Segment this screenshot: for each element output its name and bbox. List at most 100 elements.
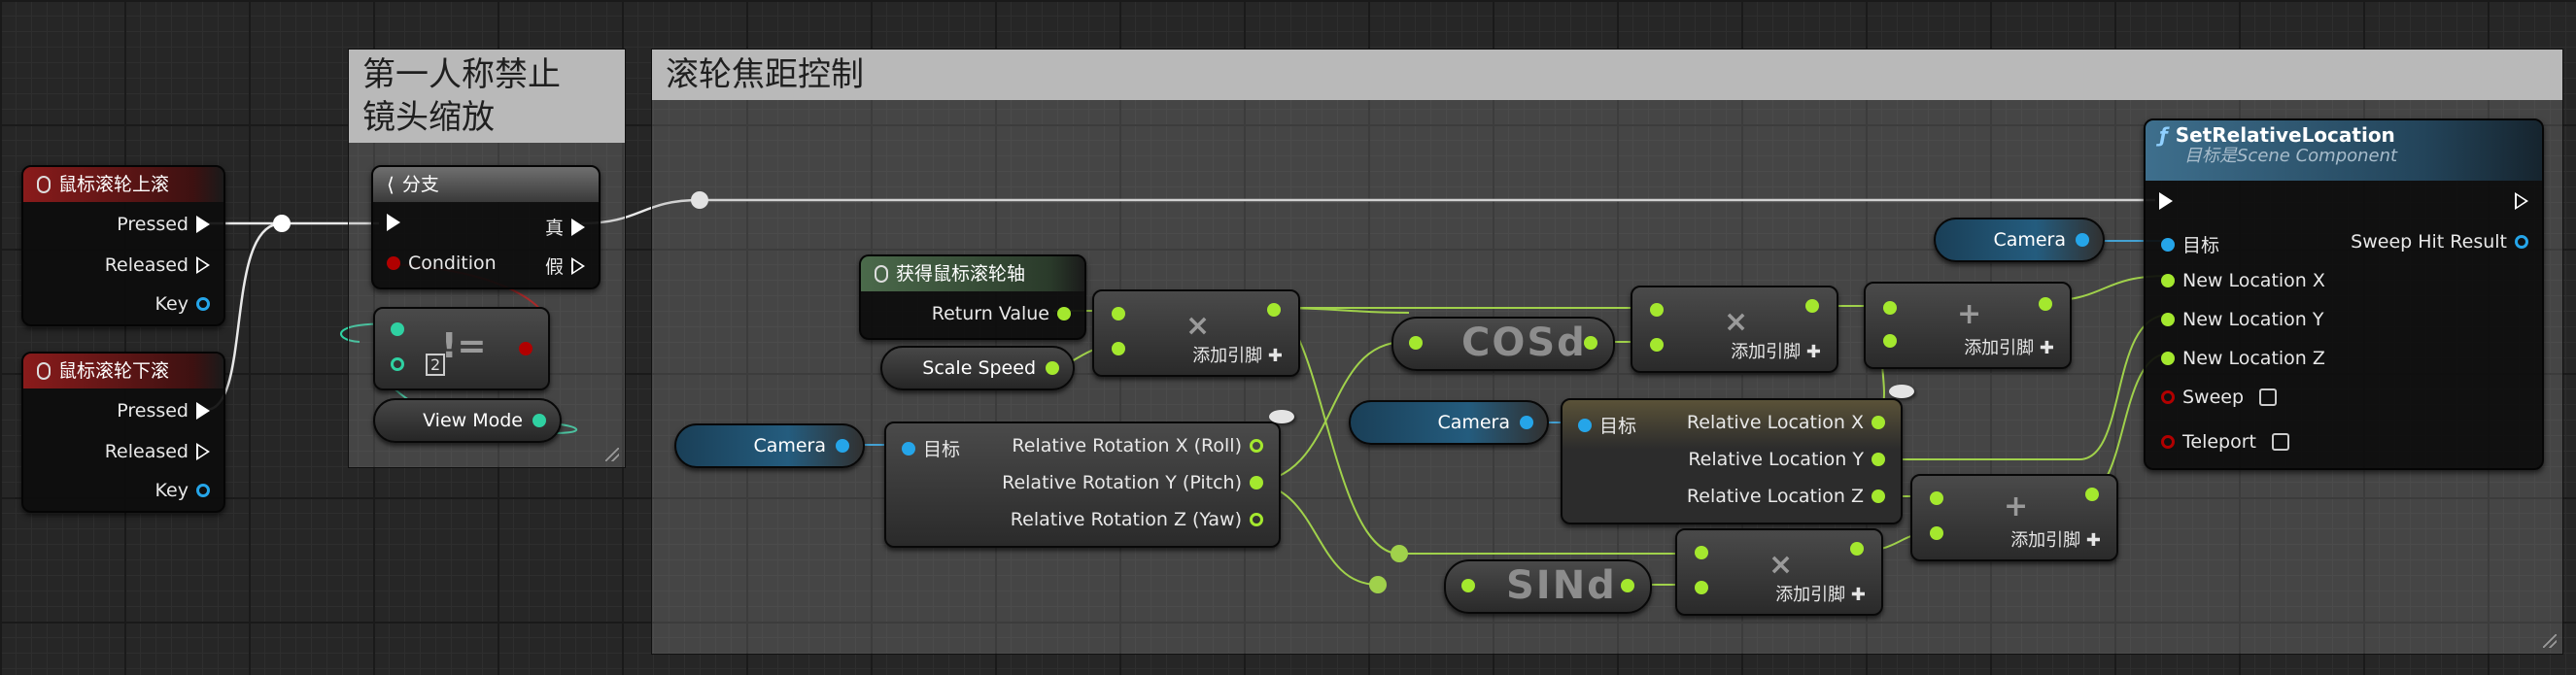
- object-pin-icon[interactable]: [902, 441, 915, 456]
- pin-exec-in[interactable]: [387, 214, 400, 231]
- pin-loc-x[interactable]: Relative Location X: [1687, 412, 1885, 433]
- float-pin-icon[interactable]: [1872, 453, 1885, 466]
- pin-loc-y[interactable]: Relative Location Y: [1688, 449, 1885, 470]
- exec-pin-hollow-icon[interactable]: [2515, 192, 2528, 210]
- float-pin-icon[interactable]: [2085, 488, 2099, 501]
- float-pin-icon[interactable]: [1930, 526, 1943, 540]
- float-pin-icon[interactable]: [1250, 513, 1263, 526]
- pin-key[interactable]: Key: [155, 293, 210, 315]
- add-node-1[interactable]: + 添加引脚 ✚: [1864, 282, 2072, 369]
- float-pin-icon[interactable]: [1695, 581, 1708, 594]
- break-location-node[interactable]: 目标 Relative Location X Relative Location…: [1561, 398, 1903, 524]
- teleport-checkbox[interactable]: [2271, 433, 2289, 451]
- float-pin-icon[interactable]: [1805, 299, 1819, 313]
- exec-pin-icon[interactable]: [2159, 192, 2173, 210]
- struct-pin-icon[interactable]: [196, 297, 210, 311]
- pin-exec-out[interactable]: [2515, 192, 2528, 210]
- float-pin-icon[interactable]: [1112, 307, 1125, 321]
- float-pin-icon[interactable]: [1930, 491, 1943, 505]
- float-pin-icon[interactable]: [2039, 297, 2052, 311]
- pin-key[interactable]: Key: [155, 480, 210, 501]
- float-pin-icon[interactable]: [1650, 303, 1664, 317]
- pin-teleport[interactable]: Teleport: [2161, 431, 2289, 453]
- pin-exec-in[interactable]: [2159, 192, 2173, 210]
- float-pin-icon[interactable]: [1883, 334, 1897, 348]
- pin-sweep[interactable]: Sweep: [2161, 387, 2278, 408]
- pin-released[interactable]: Released: [105, 441, 210, 462]
- pin-target[interactable]: 目标: [902, 435, 960, 461]
- float-pin-icon[interactable]: [1883, 301, 1897, 315]
- multiply-node-3[interactable]: × 添加引脚 ✚: [1675, 528, 1883, 616]
- bool-pin-icon[interactable]: [387, 256, 400, 270]
- sweep-checkbox[interactable]: [2259, 388, 2278, 406]
- add-pin-button[interactable]: 添加引脚 ✚: [1775, 585, 1866, 605]
- resize-grip[interactable]: [2543, 634, 2557, 648]
- float-pin-icon[interactable]: [1409, 336, 1423, 350]
- float-pin-icon[interactable]: [1250, 439, 1263, 453]
- float-pin-icon[interactable]: [1250, 476, 1263, 489]
- exec-pin-hollow-icon[interactable]: [196, 256, 210, 274]
- scale-speed-getter[interactable]: Scale Speed: [880, 346, 1075, 390]
- bool-pin-icon[interactable]: [519, 342, 532, 355]
- float-pin-icon[interactable]: [1267, 303, 1281, 317]
- pin-rot-x[interactable]: Relative Rotation X (Roll): [1012, 435, 1263, 456]
- break-rotation-node[interactable]: 目标 Relative Rotation X (Roll) Relative R…: [884, 422, 1281, 548]
- comment-bubble-icon[interactable]: [1269, 410, 1294, 423]
- event-wheel-up[interactable]: 鼠标滚轮上滚 Pressed Released Key: [21, 165, 225, 326]
- exec-pin-hollow-icon[interactable]: [196, 443, 210, 460]
- object-pin-icon[interactable]: [1520, 416, 1533, 429]
- pin-pressed[interactable]: Pressed: [117, 400, 210, 422]
- float-pin-icon[interactable]: [1850, 542, 1864, 556]
- add-pin-button[interactable]: 添加引脚 ✚: [1192, 346, 1283, 366]
- float-pin-icon[interactable]: [1584, 336, 1597, 350]
- byte-pin-icon[interactable]: [391, 322, 404, 336]
- camera-getter-loc[interactable]: Camera: [1349, 400, 1549, 445]
- multiply-node-2[interactable]: × 添加引脚 ✚: [1631, 286, 1838, 373]
- float-pin-icon[interactable]: [1112, 342, 1125, 355]
- pin-new-y[interactable]: New Location Y: [2161, 309, 2324, 330]
- multiply-node-1[interactable]: × 添加引脚 ✚: [1092, 289, 1300, 377]
- float-pin-icon[interactable]: [1046, 361, 1059, 375]
- camera-getter-rot[interactable]: Camera: [674, 423, 865, 468]
- float-pin-icon[interactable]: [1872, 416, 1885, 429]
- float-pin-icon[interactable]: [1650, 338, 1664, 352]
- pin-released[interactable]: Released: [105, 254, 210, 276]
- pin-return-value[interactable]: Return Value: [932, 303, 1071, 324]
- view-mode-getter[interactable]: View Mode: [373, 398, 562, 443]
- struct-pin-icon[interactable]: [2515, 235, 2528, 249]
- not-equal-node[interactable]: 2 !=: [373, 307, 550, 390]
- exec-pin-icon[interactable]: [196, 402, 210, 420]
- cosd-node[interactable]: COSd: [1391, 317, 1615, 371]
- float-pin-icon[interactable]: [1057, 307, 1071, 321]
- add-pin-button[interactable]: 添加引脚 ✚: [2010, 530, 2101, 551]
- bool-pin-icon[interactable]: [2161, 435, 2175, 449]
- exec-pin-icon[interactable]: [571, 218, 585, 236]
- pin-new-z[interactable]: New Location Z: [2161, 348, 2325, 369]
- byte-pin-icon[interactable]: [532, 414, 546, 427]
- struct-pin-icon[interactable]: [196, 484, 210, 497]
- pin-false[interactable]: 假: [545, 253, 585, 279]
- bool-pin-icon[interactable]: [2161, 390, 2175, 404]
- object-pin-icon[interactable]: [2161, 237, 2175, 252]
- get-wheel-axis-node[interactable]: 获得鼠标滚轮轴 Return Value: [859, 254, 1086, 340]
- float-pin-icon[interactable]: [1695, 546, 1708, 559]
- exec-pin-icon[interactable]: [387, 214, 400, 231]
- event-wheel-down[interactable]: 鼠标滚轮下滚 Pressed Released Key: [21, 352, 225, 513]
- comment-bubble-icon[interactable]: [1889, 385, 1914, 398]
- branch-node[interactable]: ⟨ 分支 Condition 真 假: [371, 165, 601, 289]
- exec-pin-icon[interactable]: [196, 216, 210, 233]
- pin-target[interactable]: 目标: [1578, 412, 1636, 438]
- pin-target[interactable]: 目标: [2161, 231, 2219, 257]
- pin-sweep-hit[interactable]: Sweep Hit Result: [2351, 231, 2528, 253]
- object-pin-icon[interactable]: [2076, 233, 2089, 247]
- pin-new-x[interactable]: New Location X: [2161, 270, 2325, 291]
- float-pin-icon[interactable]: [1621, 579, 1634, 592]
- float-pin-icon[interactable]: [1461, 579, 1475, 592]
- add-pin-button[interactable]: 添加引脚 ✚: [1964, 338, 2054, 358]
- float-pin-icon[interactable]: [2161, 274, 2175, 287]
- exec-pin-hollow-icon[interactable]: [571, 256, 585, 275]
- float-pin-icon[interactable]: [2161, 313, 2175, 326]
- pin-condition[interactable]: Condition: [387, 253, 497, 274]
- add-pin-button[interactable]: 添加引脚 ✚: [1731, 342, 1821, 362]
